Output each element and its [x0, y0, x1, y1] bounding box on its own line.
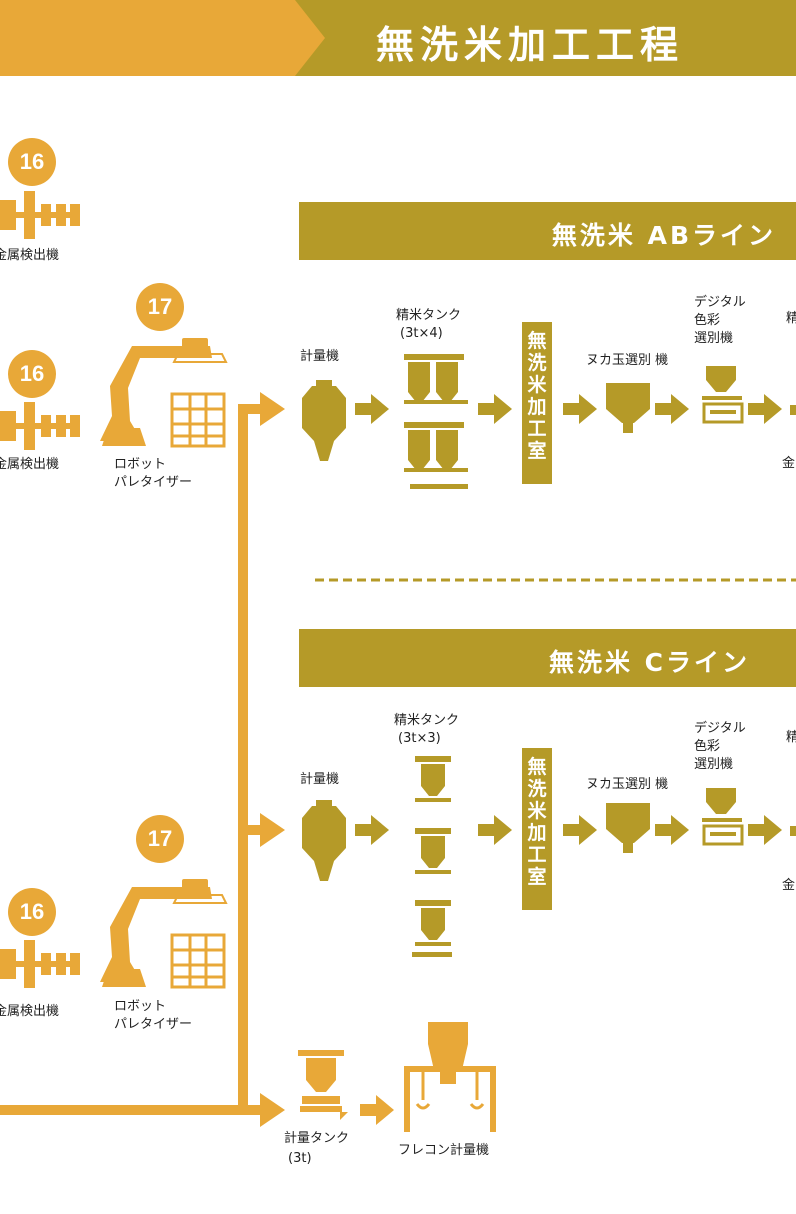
section-c-header: 無洗米 Cライン [299, 629, 796, 687]
processing-room-c: 無洗米加工室 [522, 748, 552, 910]
metal-detector-label: 金属検出機 [0, 248, 60, 263]
robot-label-line1: ロボット [114, 457, 167, 472]
scale-label: 計量機 [300, 349, 340, 364]
tank-label-line2: (3t×4) [400, 326, 443, 341]
metal-detector-badge: 16 [8, 350, 56, 398]
header-banner [0, 0, 796, 76]
scale-tank-line2: (3t) [288, 1151, 312, 1166]
metal-detector-label: 金属検出機 [0, 457, 60, 472]
metal-detector-label: 金属検出機 [0, 1004, 60, 1019]
nuka-sorter-label: ヌカ玉選別 機 [586, 353, 669, 368]
color-sorter-line1: デジタル [694, 295, 746, 310]
section-c-title: 無洗米 Cライン [548, 648, 750, 677]
tank-label-line1: 精米タンク [394, 713, 460, 728]
cut-label-bottom: 金 [782, 456, 796, 471]
color-sorter-line2: 色彩 [694, 313, 721, 328]
processing-room-ab: 無洗米加工室 [522, 322, 552, 484]
robot-label-line1: ロボット [114, 999, 167, 1014]
robot-label-line2: パレタイザー [114, 475, 193, 490]
tank-label-line1: 精米タンク [396, 308, 462, 323]
section-ab-header: 無洗米 ABライン [299, 202, 796, 260]
cut-label-top: 精 [786, 730, 796, 745]
cut-label-bottom: 金 [782, 878, 796, 893]
cut-label-top: 精 [786, 311, 796, 326]
processing-room-c-text: 無洗米加工室 [527, 756, 547, 888]
section-ab-title: 無洗米 ABライン [551, 221, 776, 250]
page-title: 無洗米加工工程 [376, 23, 685, 67]
metal-detector-badge: 16 [8, 138, 56, 186]
processing-room-ab-text: 無洗米加工室 [527, 330, 547, 462]
scale-tank-line1: 計量タンク [284, 1131, 350, 1146]
metal-detector-badge: 16 [8, 888, 56, 936]
robot-palletizer-badge: 17 [136, 815, 184, 863]
color-sorter-line3: 選別機 [694, 757, 734, 772]
tank-label-line2: (3t×3) [398, 731, 441, 746]
color-sorter-line1: デジタル [694, 721, 746, 736]
flecon-scale-label: フレコン計量機 [398, 1143, 490, 1158]
nuka-sorter-label: ヌカ玉選別 機 [586, 777, 669, 792]
scale-label: 計量機 [300, 772, 340, 787]
robot-label-line2: パレタイザー [114, 1017, 193, 1032]
color-sorter-line3: 選別機 [694, 331, 734, 346]
color-sorter-line2: 色彩 [694, 739, 721, 754]
robot-palletizer-badge: 17 [136, 283, 184, 331]
